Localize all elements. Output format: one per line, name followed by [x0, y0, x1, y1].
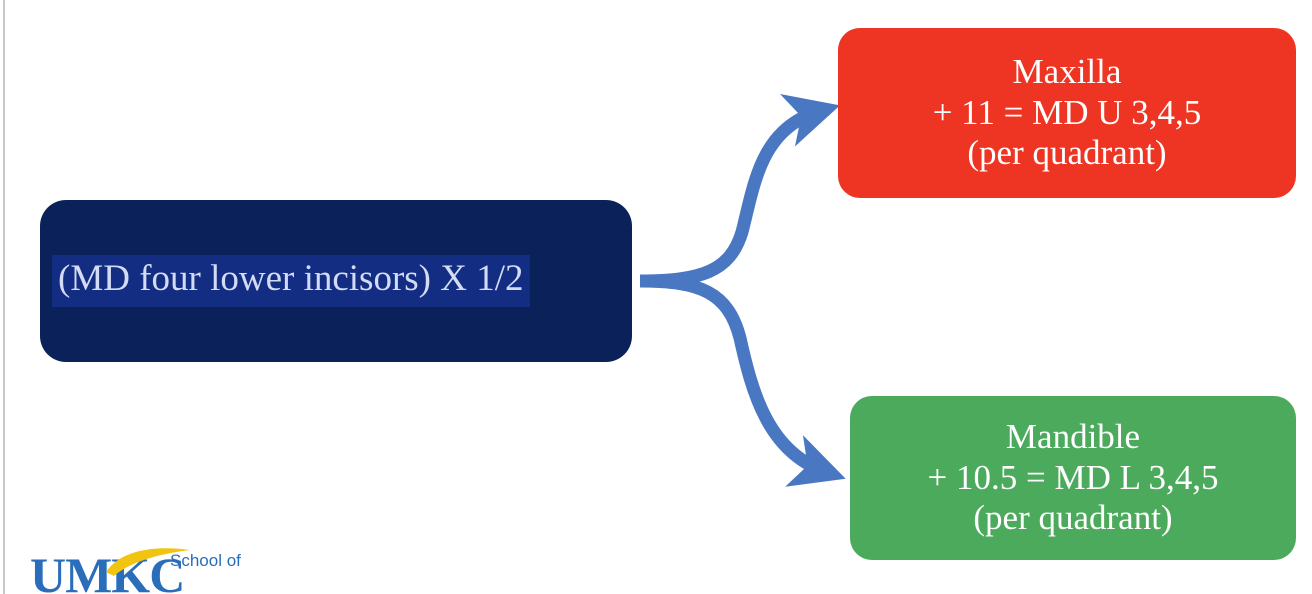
slide-left-edge-rule — [3, 0, 5, 594]
arrow-to-mandible — [639, 274, 846, 487]
umkc-swoosh-icon — [106, 548, 190, 576]
mandible-result-box[interactable]: Mandible + 10.5 = MD L 3,4,5 (per quadra… — [850, 396, 1296, 560]
maxilla-result-text: Maxilla + 11 = MD U 3,4,5 (per quadrant) — [932, 52, 1202, 173]
umkc-tagline: School of — [170, 551, 241, 570]
source-formula-box[interactable]: (MD four lower incisors) X 1/2 — [40, 200, 632, 362]
maxilla-result-box[interactable]: Maxilla + 11 = MD U 3,4,5 (per quadrant) — [838, 28, 1296, 198]
arrow-to-maxilla — [639, 93, 841, 288]
mandible-result-text: Mandible + 10.5 = MD L 3,4,5 (per quadra… — [927, 417, 1219, 538]
source-formula-text: (MD four lower incisors) X 1/2 — [52, 255, 530, 307]
umkc-logo: UMKC School of — [30, 548, 260, 594]
